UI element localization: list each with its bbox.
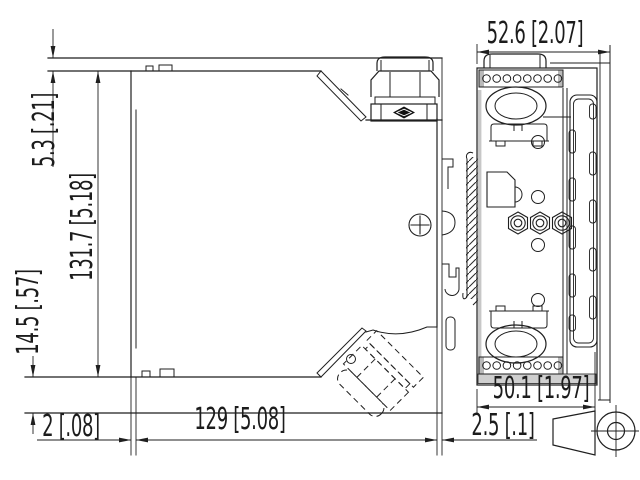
component-block bbox=[486, 171, 516, 208]
terminal-strip-top bbox=[478, 69, 564, 88]
dim-label-side-width-bottom: 50.1 [1.97] bbox=[492, 371, 590, 406]
slotted-plate bbox=[568, 94, 598, 348]
dimension-lines bbox=[30, 29, 610, 443]
dim-label-side-width-top: 52.6 [2.07] bbox=[486, 16, 584, 51]
terminal-strip-bottom bbox=[478, 356, 564, 375]
chamfer-hole bbox=[346, 354, 356, 364]
gland-base bbox=[370, 103, 438, 122]
screw-head bbox=[408, 213, 432, 237]
dim-label-front-lip: 2 [.08] bbox=[42, 409, 100, 444]
rear-wall-lines bbox=[562, 88, 568, 374]
gland-dome-top bbox=[483, 53, 547, 68]
dim-label-length: 129 [5.08] bbox=[194, 402, 286, 437]
din-rail-clip bbox=[441, 158, 460, 351]
gland-nut-bottom bbox=[485, 324, 547, 364]
gland-dome bbox=[376, 56, 434, 71]
gland-hex-nut bbox=[370, 70, 440, 97]
third-angle-projection-icon bbox=[552, 405, 639, 457]
clip-upper-hook bbox=[442, 158, 454, 189]
dim-label-bottom-offset: 14.5 [.57] bbox=[11, 269, 46, 355]
gland-bracket-top bbox=[489, 123, 549, 147]
clip-release-tab bbox=[445, 316, 456, 351]
end-view-outline bbox=[476, 67, 598, 386]
dim-label-rear-gap: 2.5 [.1] bbox=[471, 408, 535, 443]
bottom-chamfer-face bbox=[316, 327, 367, 378]
gland-diamond-mark bbox=[393, 106, 415, 119]
notch-edge bbox=[365, 326, 438, 335]
end-view-drawing bbox=[476, 45, 611, 403]
cable-gland-top bbox=[370, 56, 440, 122]
gland-nut-top bbox=[485, 86, 547, 126]
gland-bracket-bottom bbox=[489, 305, 549, 329]
cable-gland-alternate-dashed bbox=[337, 329, 425, 417]
front-view-drawing bbox=[24, 57, 443, 456]
top-chamfer-face bbox=[316, 70, 367, 122]
dim-label-top-offset: 5.3 [.21] bbox=[27, 92, 62, 168]
clip-spring-hook bbox=[442, 263, 460, 296]
hex-nuts-row bbox=[507, 211, 573, 235]
clip-mid-lobe bbox=[441, 210, 456, 236]
dim-label-height: 131.7 [5.18] bbox=[65, 173, 100, 281]
